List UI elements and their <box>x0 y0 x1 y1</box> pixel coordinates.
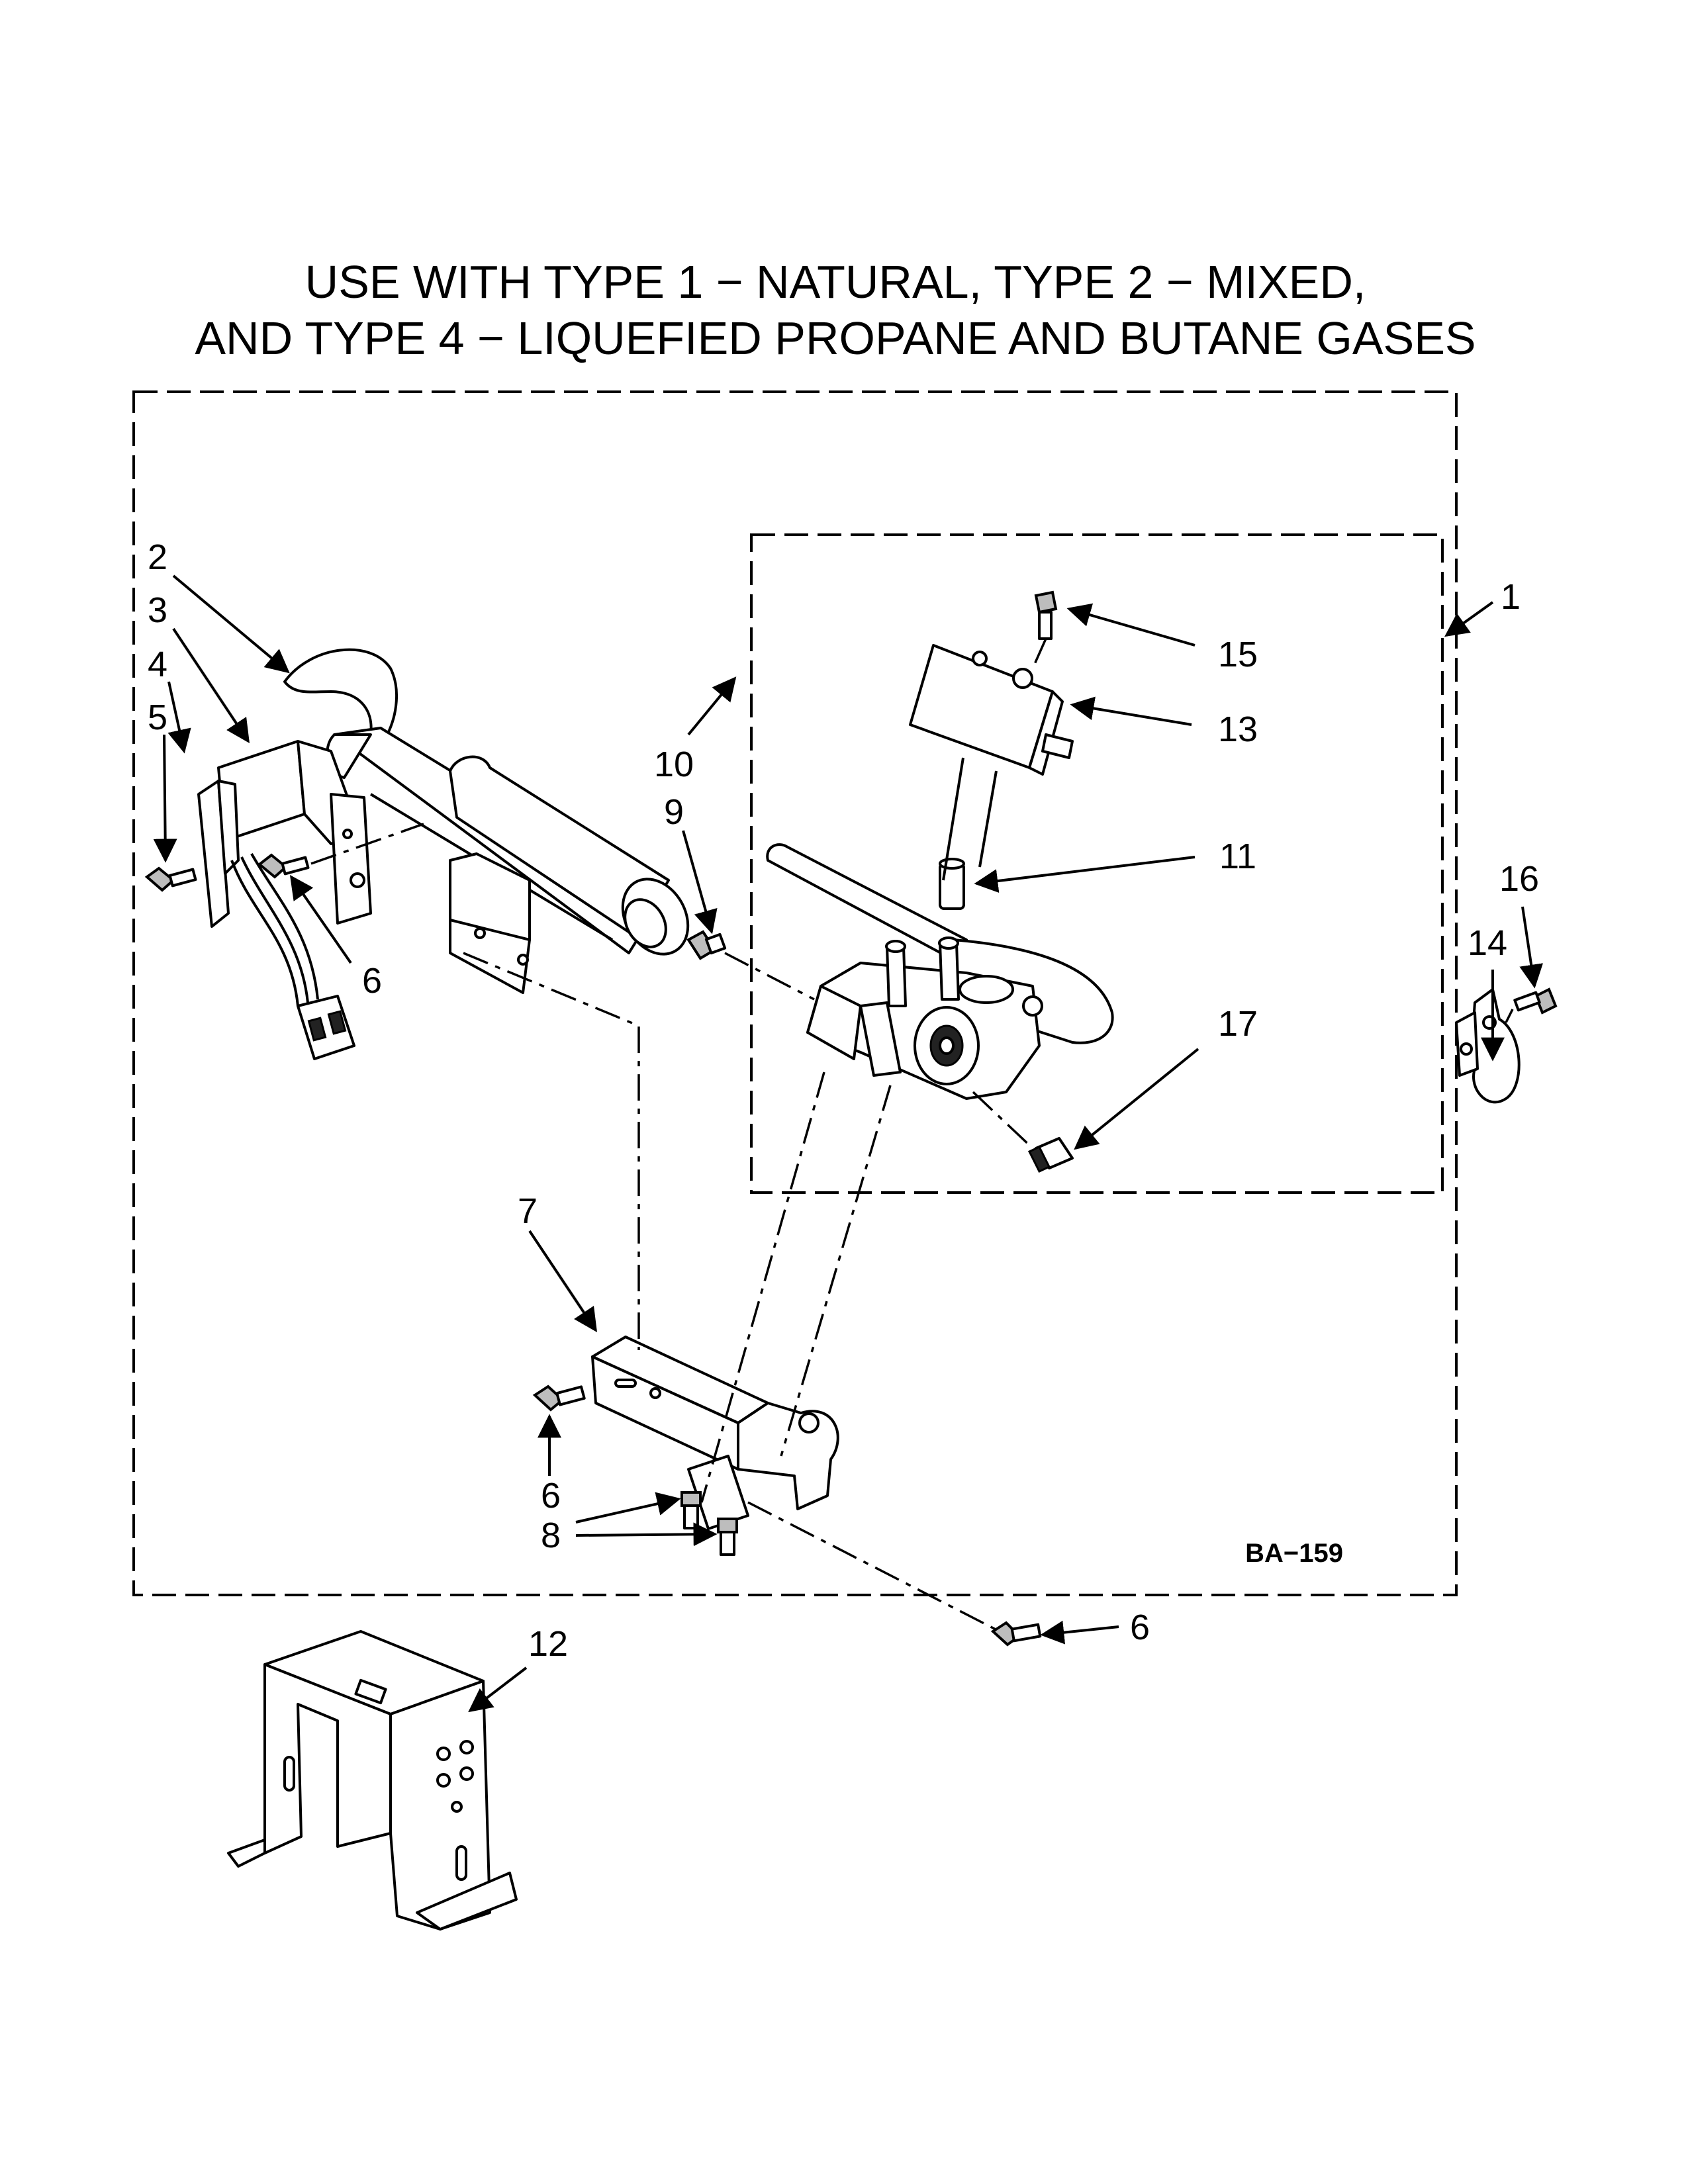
igniter-screw <box>144 866 197 892</box>
valve-plug <box>1027 1137 1074 1173</box>
igniter <box>197 780 355 1060</box>
callout-6-outer: 6 <box>1130 1608 1150 1647</box>
callout-6-upper-left: 6 <box>362 961 382 1001</box>
valve-screw-lower <box>717 1518 738 1556</box>
clamp-screw <box>1513 987 1558 1015</box>
igniter-bracket <box>217 740 372 925</box>
callout-2: 2 <box>148 537 167 577</box>
callout-7: 7 <box>518 1191 538 1231</box>
callout-14: 14 <box>1468 923 1507 963</box>
outer-mount-screw <box>990 1621 1042 1647</box>
callout-17: 17 <box>1218 1004 1258 1044</box>
assembly-line-outer-screw <box>747 1501 1000 1633</box>
callout-6-bracket: 6 <box>541 1476 561 1516</box>
callout-15: 15 <box>1218 635 1258 674</box>
assembly-line-valve-1 <box>700 1071 825 1503</box>
valve-bracket <box>591 1336 839 1530</box>
assembly-line-plug <box>972 1091 1034 1150</box>
assembly-line-coil-screw <box>1031 638 1047 669</box>
leader-lines <box>153 574 1543 1713</box>
coil-sleeve <box>939 858 965 910</box>
callout-1: 1 <box>1501 577 1521 617</box>
bracket-screw <box>257 853 310 879</box>
burner-orifice <box>686 930 727 960</box>
valve-assembly-boundary <box>750 533 1444 1194</box>
callout-12: 12 <box>528 1624 568 1664</box>
callout-9: 9 <box>664 792 684 832</box>
diagram-title-line-1: USE WITH TYPE 1 − NATURAL, TYPE 2 − MIXE… <box>305 256 1366 308</box>
coil-screw <box>1034 590 1058 640</box>
callout-3: 3 <box>148 590 167 630</box>
callout-16: 16 <box>1499 859 1539 899</box>
valve-screw-upper <box>680 1491 702 1529</box>
diagram-title-line-2: AND TYPE 4 − LIQUEFIED PROPANE AND BUTAN… <box>195 312 1476 364</box>
callout-8: 8 <box>541 1516 561 1555</box>
callout-11: 11 <box>1219 837 1256 876</box>
bracket-mount-screw <box>532 1385 586 1412</box>
assembly-line-clamp <box>1505 1009 1514 1023</box>
assembly-line-orifice <box>724 952 815 1001</box>
assembly-line-bracket <box>463 952 640 1350</box>
callout-4: 4 <box>148 645 167 684</box>
callout-5: 5 <box>148 698 167 737</box>
base-bracket <box>227 1630 518 1931</box>
callout-10: 10 <box>654 745 694 784</box>
burner-bracket <box>449 852 531 994</box>
gas-valve <box>766 843 1114 1100</box>
assembly-line-igniter <box>310 823 424 865</box>
assembly-boundary <box>132 390 1458 1596</box>
valve-coil <box>909 644 1074 881</box>
assembly-line-valve-2 <box>780 1085 892 1457</box>
wire-clamp <box>1455 988 1521 1104</box>
callout-13: 13 <box>1218 709 1258 749</box>
diagram-code: BA−159 <box>1245 1539 1343 1568</box>
